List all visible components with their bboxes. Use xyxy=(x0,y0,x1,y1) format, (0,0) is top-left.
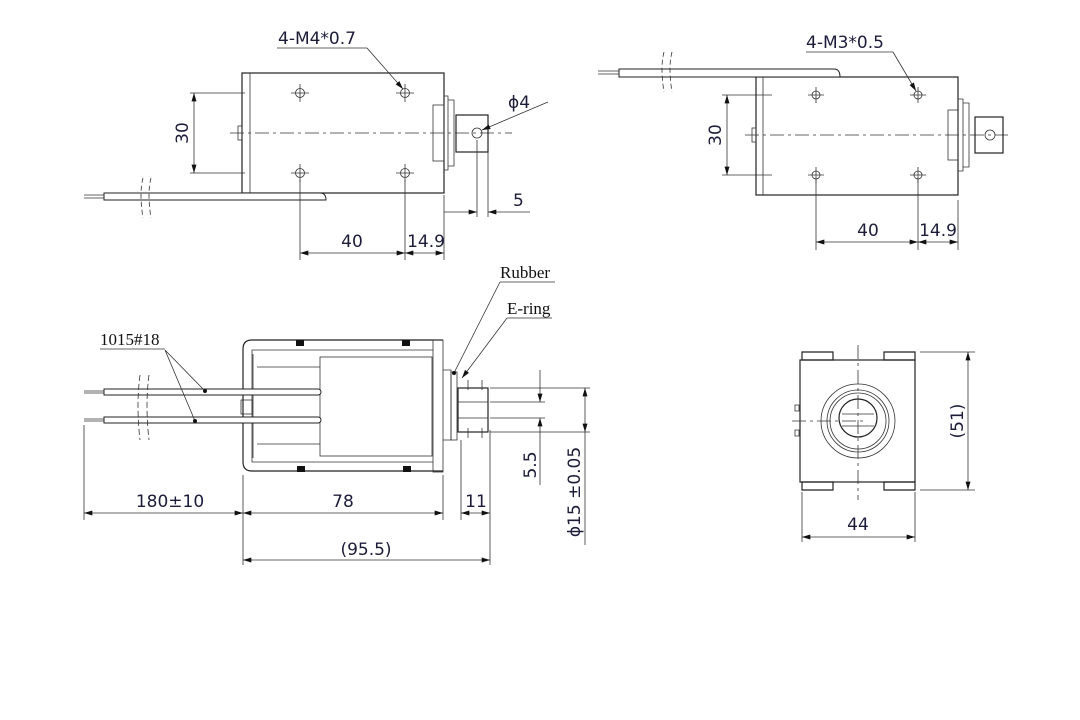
rubber xyxy=(450,371,458,441)
dim-hole-spacing: 40 xyxy=(857,221,879,241)
hole-diameter: ϕ4 xyxy=(508,93,530,113)
dim-end-offset: 14.9 xyxy=(407,232,445,252)
side-section-view: 1015#18 Rubber E-ring 180±10 78 11 (95.5… xyxy=(83,263,590,565)
lead-wire xyxy=(84,177,327,219)
dim-wire-length: 180±10 xyxy=(136,492,204,512)
plunger xyxy=(457,387,489,433)
mount-holes xyxy=(808,87,926,183)
dim-body-length: 78 xyxy=(332,492,354,512)
housing xyxy=(242,339,443,472)
rubber-label: Rubber xyxy=(500,263,550,282)
dim-slot: 5.5 xyxy=(521,451,541,478)
dim-plunger-diameter: ϕ15 ±0.05 xyxy=(565,447,585,537)
top-left-view: 30 40 14.9 5 4-M4*0.7 ϕ4 xyxy=(84,29,549,260)
dim-plunger-extension: 11 xyxy=(465,492,487,512)
dim-end-offset: 14.9 xyxy=(919,221,957,241)
ering-label: E-ring xyxy=(507,299,551,318)
thread-callout: 4-M3*0.5 xyxy=(806,33,884,53)
coil xyxy=(319,356,433,457)
mount-holes xyxy=(291,84,414,182)
dim-overall-length: (95.5) xyxy=(340,540,391,560)
thread-callout: 4-M4*0.7 xyxy=(278,29,356,49)
dim-height: (51) xyxy=(948,404,968,439)
wire-label: 1015#18 xyxy=(100,330,160,349)
end-view: (51) 44 xyxy=(792,345,975,542)
plunger-tab xyxy=(455,114,489,153)
lead-wire xyxy=(598,51,841,93)
dim-hole-spacing: 40 xyxy=(341,232,363,252)
body-outline xyxy=(755,76,959,196)
dim-height: 30 xyxy=(706,124,726,146)
lead-wires xyxy=(84,374,322,441)
dim-tab: 5 xyxy=(513,191,524,211)
mount-blocks xyxy=(296,340,411,472)
dim-height: 30 xyxy=(173,122,193,144)
top-right-view: 30 40 14.9 4-M3*0.5 xyxy=(598,33,1008,250)
dim-width: 44 xyxy=(847,515,869,535)
